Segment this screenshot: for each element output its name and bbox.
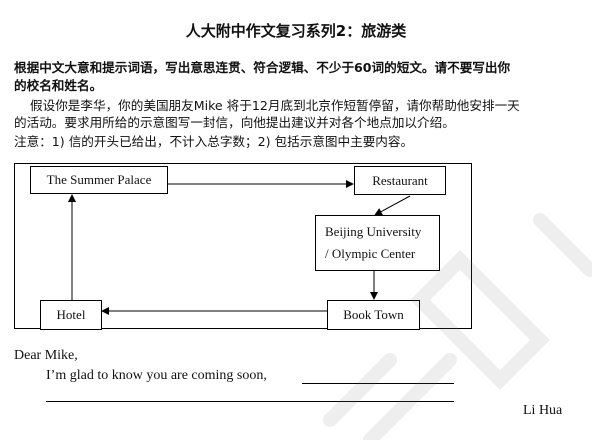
letter-opening: I’m glad to know you are coming soon, [46, 368, 267, 383]
itinerary-diagram-frame [14, 163, 472, 329]
node-book-town: Book Town [327, 300, 420, 330]
instruction-note: 注意：1) 信的开头已给出，不计入总字数；2) 包括示意图中主要内容。 [14, 134, 414, 149]
letter-signature: Li Hua [523, 403, 563, 418]
instruction-bold-line-2: 的校名和姓名。 [14, 78, 103, 93]
node-beijing-university-label-2: / Olympic Center [325, 246, 416, 261]
page-title: 人大附中作文复习系列2：旅游类 [185, 22, 407, 40]
instruction-bold-line-1: 根据中文大意和提示词语，写出意思连贯、符合逻辑、不少于60词的短文。请不要写出你 [14, 60, 511, 75]
node-hotel: Hotel [40, 300, 102, 330]
node-restaurant: Restaurant [354, 166, 446, 195]
node-summer-palace-label: The Summer Palace [46, 172, 152, 187]
letter-greeting: Dear Mike, [14, 348, 78, 363]
node-book-town-label: Book Town [343, 307, 404, 322]
writing-blank-1[interactable] [302, 383, 454, 384]
writing-blank-2[interactable] [46, 401, 454, 402]
instruction-paragraph-line-1: 假设你是李华，你的美国朋友Mike 将于12月底到北京作短暂停留，请你帮助他安排… [30, 98, 520, 113]
node-restaurant-label: Restaurant [372, 172, 428, 188]
node-beijing-university-label-1: Beijing University [325, 224, 422, 239]
node-hotel-label: Hotel [56, 307, 86, 322]
node-summer-palace: The Summer Palace [30, 166, 168, 194]
node-beijing-university: Beijing University / Olympic Center [315, 215, 440, 271]
instruction-paragraph-line-2: 的活动。要求用所给的示意图写一封信，向他提出建议并对各个地点加以介绍。 [14, 115, 455, 130]
